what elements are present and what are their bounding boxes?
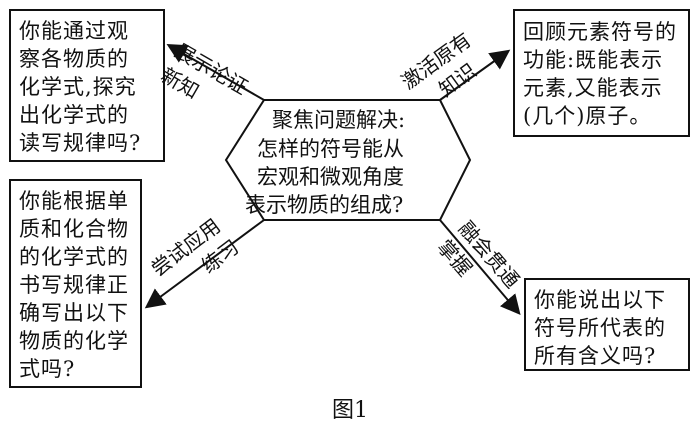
box-top-left-text: 你能通过观察各物质的化学式,探究出化学式的读写规律吗? <box>19 17 155 157</box>
box-bottom-left-text: 你能根据单质和化合物的化学式的书写规律正确写出以下物质的化学式吗? <box>19 187 132 383</box>
box-top-left-line: 你能通过观 <box>19 19 129 43</box>
box-bottom-right: 你能说出以下符号所代表的所有含义吗? <box>524 278 690 371</box>
box-bottom-left-line: 你能根据单 <box>19 189 129 213</box>
box-bottom-left-line: 质和化合物 <box>19 217 129 241</box>
box-top-right: 回顾元素符号的功能:既能表示元素,又能表示 (几个)原子。 <box>513 9 690 137</box>
figure-caption: 图1 <box>332 398 368 423</box>
arrow-top-left <box>166 44 265 101</box>
box-top-left-line: 化学式,探究 <box>19 75 137 99</box>
box-bottom-right-line: 所有含义吗? <box>534 344 657 368</box>
box-bottom-left-line: 物质的化学 <box>19 329 129 353</box>
box-bottom-left-line: 式吗? <box>19 357 76 381</box>
center-line-1: 聚焦问题解决: <box>272 108 405 132</box>
box-top-right-line: (几个)原子。 <box>523 104 652 128</box>
arrow-top-right <box>439 49 511 101</box>
center-line-3: 宏观和微观角度 <box>257 165 404 189</box>
box-bottom-right-line: 符号所代表的 <box>534 316 666 340</box>
box-bottom-left-line: 书写规律正 <box>19 273 129 297</box>
box-bottom-left-line: 的化学式的 <box>19 245 129 269</box>
box-top-left-line: 读写规律吗? <box>19 131 142 155</box>
box-top-left-line: 出化学式的 <box>19 103 129 127</box>
center-line-2: 怎样的符号能从 <box>257 137 404 161</box>
arrow-bottom-left <box>144 219 265 309</box>
arrow-bottom-right <box>439 219 521 316</box>
box-top-right-text: 回顾元素符号的功能:既能表示元素,又能表示 (几个)原子。 <box>523 18 680 130</box>
center-line-4: 表示物质的组成? <box>245 193 403 217</box>
box-bottom-left: 你能根据单质和化合物的化学式的书写规律正确写出以下物质的化学式吗? <box>9 179 142 388</box>
box-bottom-right-text: 你能说出以下符号所代表的所有含义吗? <box>534 286 680 370</box>
box-top-right-line: 回顾元素符号的 <box>523 20 677 44</box>
box-top-left: 你能通过观察各物质的化学式,探究出化学式的读写规律吗? <box>9 9 165 162</box>
box-top-right-line: 元素,又能表示 <box>523 76 663 100</box>
box-bottom-left-line: 确写出以下 <box>19 301 129 325</box>
box-bottom-right-line: 你能说出以下 <box>534 288 666 312</box>
box-top-left-line: 察各物质的 <box>19 47 129 71</box>
box-top-right-line: 功能:既能表示 <box>523 48 664 72</box>
